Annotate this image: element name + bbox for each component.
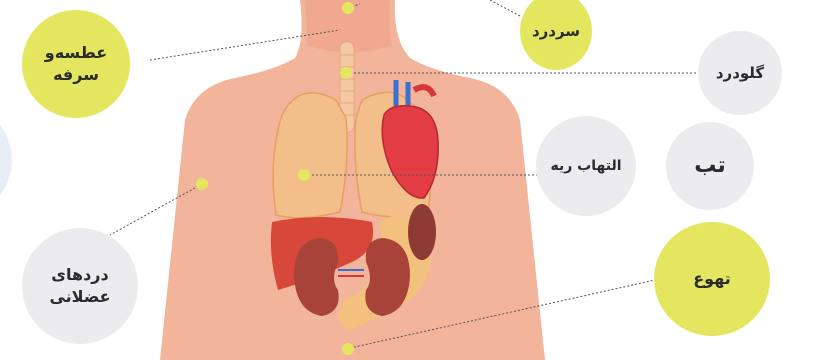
headache-leader-2 — [490, 0, 520, 16]
sneeze-cough-label-line2: سرفه — [45, 64, 107, 86]
bubble-vomiting: تهوع — [654, 222, 770, 336]
sore-throat-label: گلودرد — [716, 63, 764, 83]
muscle-pain-label-line2: عضلانی — [49, 286, 110, 308]
sneeze-cough-label-line1: عطسه‌و — [45, 42, 107, 64]
offscreen-bubble — [0, 102, 12, 218]
bubble-pneumonia: التهاب ریه — [536, 116, 636, 216]
vomiting-label: تهوع — [693, 268, 731, 290]
stomach-dot — [342, 343, 354, 355]
bubble-sore-throat: گلودرد — [698, 31, 782, 115]
pneumonia-label: التهاب ریه — [550, 157, 621, 176]
headache-label: سردرد — [532, 21, 580, 41]
bubble-fever: تب — [666, 122, 754, 210]
bubble-muscle-pain: دردهای عضلانی — [22, 228, 138, 344]
throat-dot — [340, 67, 352, 79]
fever-label: تب — [694, 151, 726, 181]
lung-dot — [298, 169, 310, 181]
muscle-pain-label-line1: دردهای — [49, 264, 110, 286]
bubble-sneeze-cough: عطسه‌و سرفه — [22, 10, 130, 118]
headache-dot — [342, 2, 354, 14]
muscle-dot — [196, 178, 208, 190]
